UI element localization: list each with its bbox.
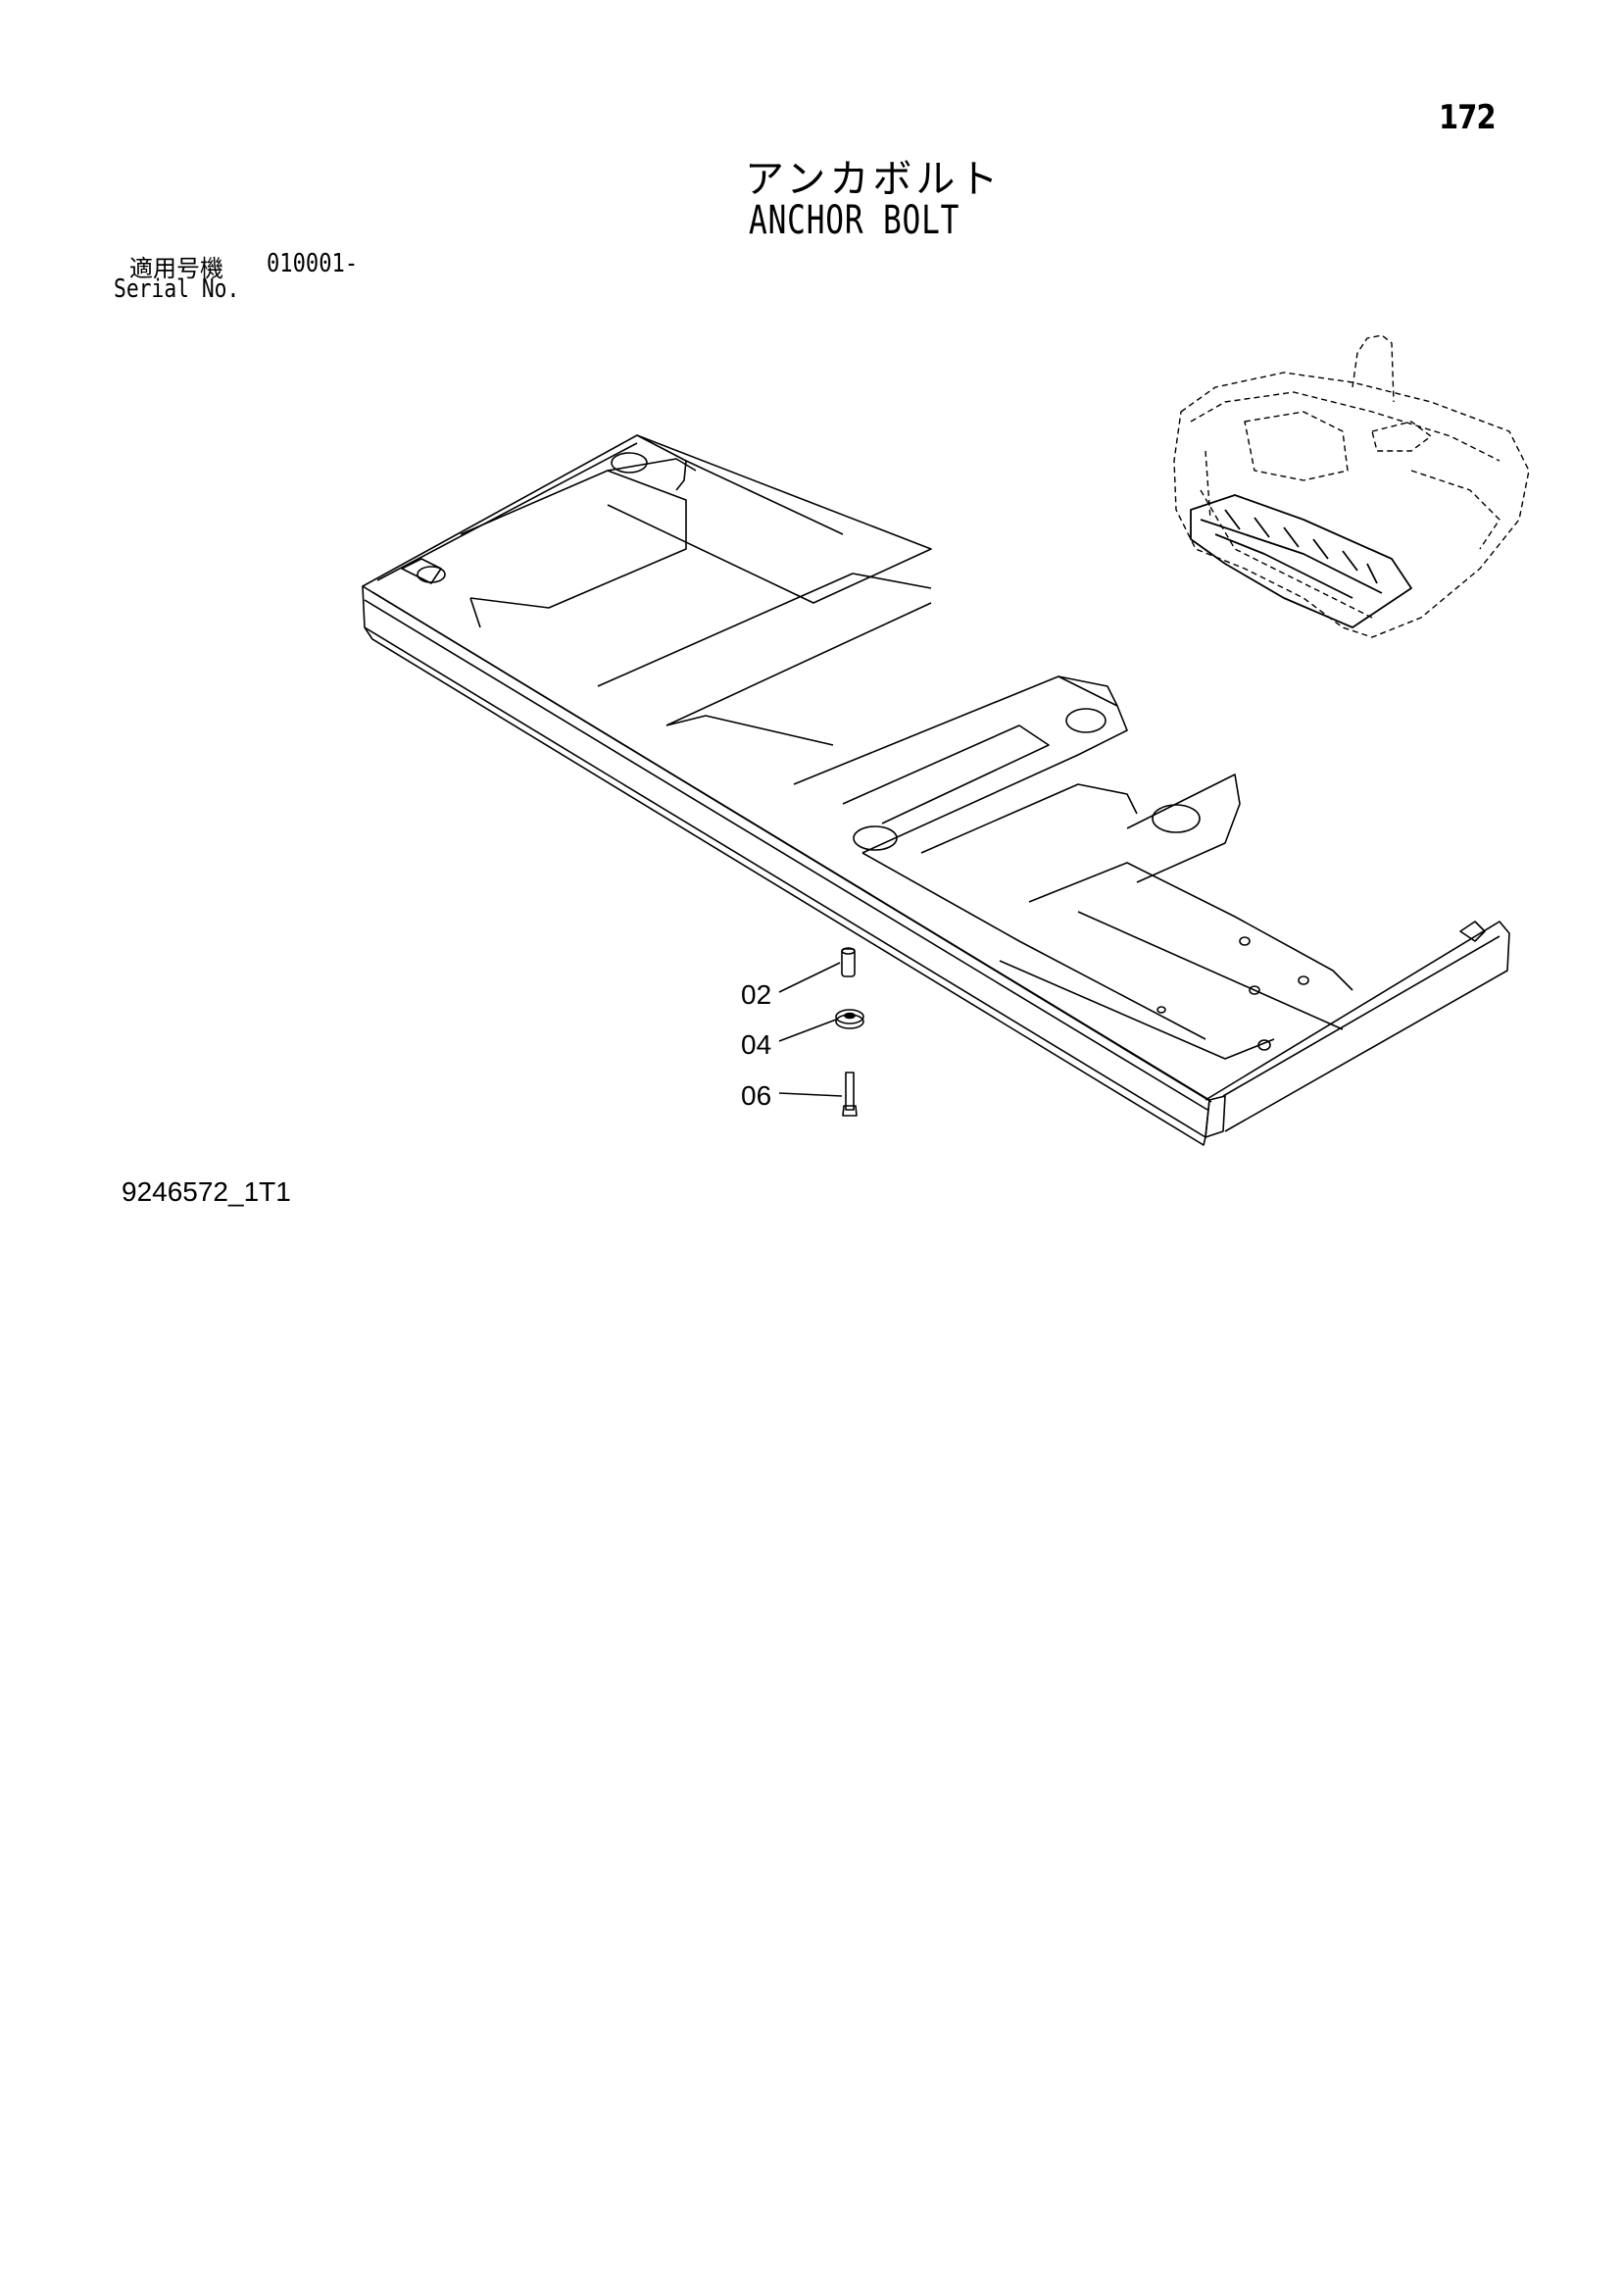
callout-leader-04	[778, 1019, 837, 1042]
drawing-code: 9246572_1T1	[122, 1176, 291, 1207]
machine-reference-view	[1173, 334, 1530, 638]
title-english: ANCHOR BOLT	[749, 198, 960, 243]
callout-label-06: 06	[741, 1080, 772, 1111]
machine-frame-highlight	[1190, 494, 1412, 628]
callout-leader-02	[778, 962, 841, 993]
part-washer-04	[835, 1009, 864, 1029]
callout-label-02: 02	[741, 979, 772, 1010]
title-japanese: アンカボルト	[745, 157, 1003, 202]
page-number: 172	[1439, 98, 1497, 137]
callout-label-04: 04	[741, 1029, 772, 1060]
frame-assembly	[362, 434, 1510, 1146]
part-bolt-06	[842, 1072, 858, 1117]
callout-leader-06	[778, 1092, 843, 1097]
serial-label-english: Serial No.	[114, 275, 240, 304]
serial-value: 010001-	[267, 249, 359, 278]
serial-label-japanese: 適用号機	[129, 255, 223, 282]
part-pin-02	[841, 947, 856, 977]
